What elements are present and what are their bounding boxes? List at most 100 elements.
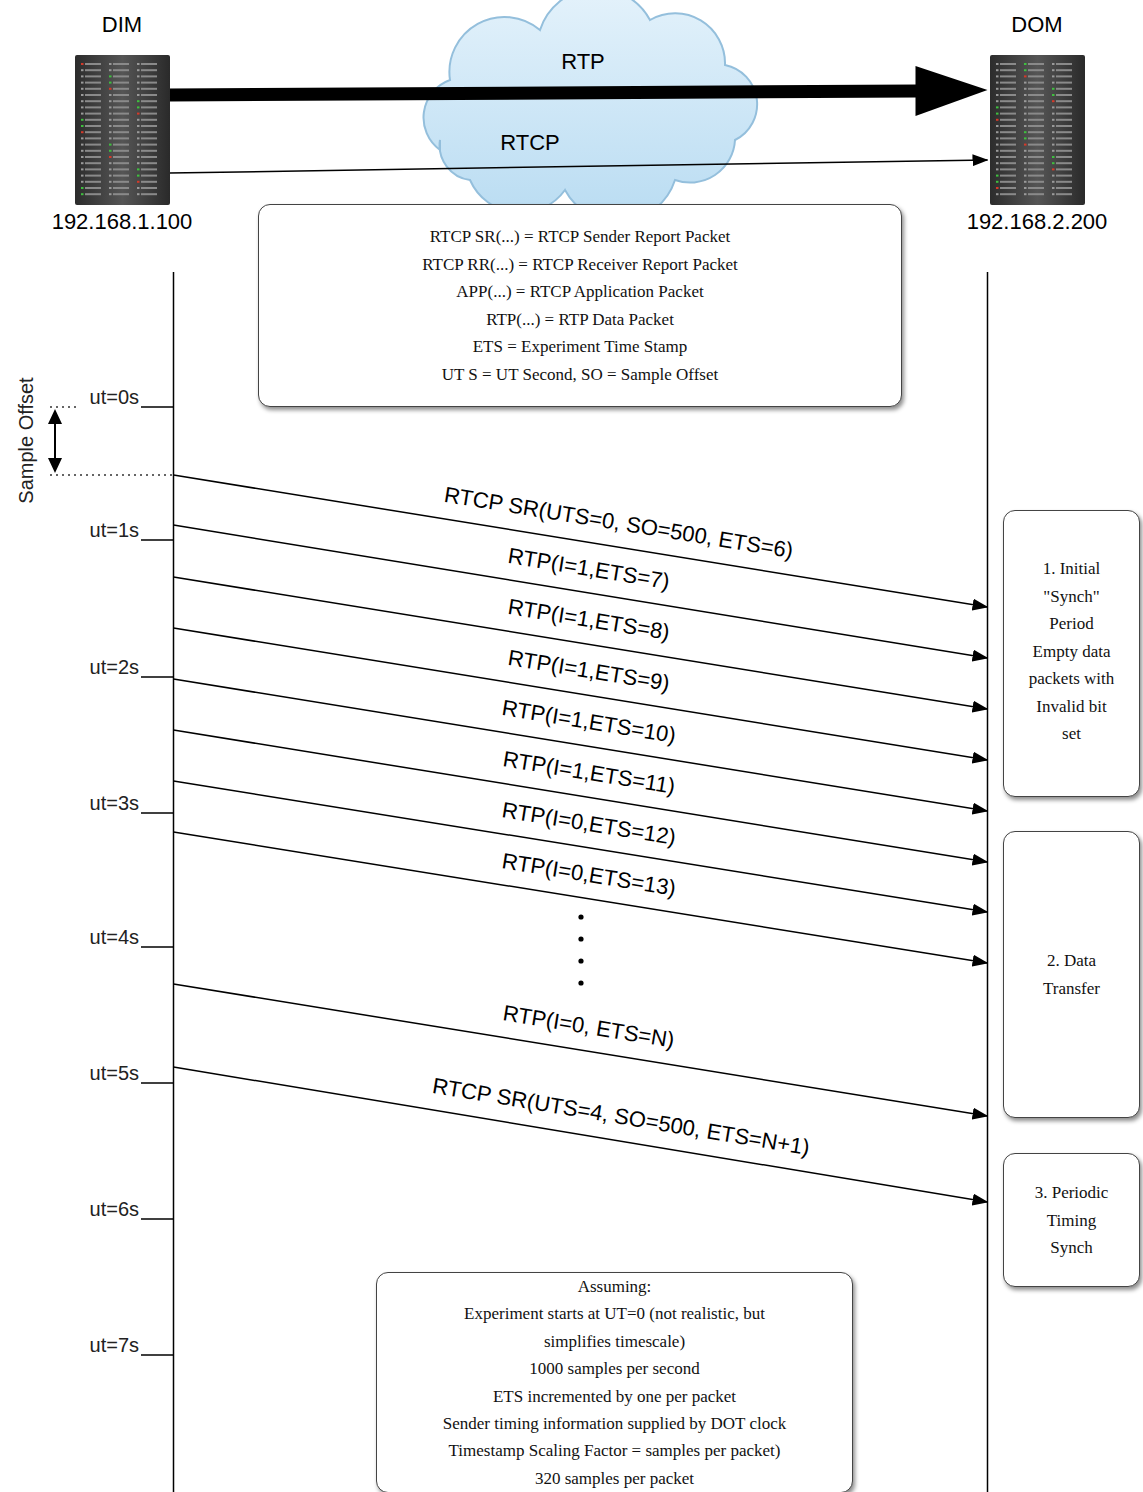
server-led — [1024, 69, 1027, 71]
server-slot — [1028, 106, 1044, 108]
message-arrow — [174, 475, 988, 607]
server-slot — [1000, 125, 1016, 127]
server-slot — [113, 63, 129, 65]
server-led — [996, 69, 999, 71]
server-slot — [1028, 100, 1044, 102]
server-led — [109, 156, 112, 158]
server-led — [81, 119, 84, 121]
server-led — [1052, 181, 1055, 183]
server-led — [996, 100, 999, 102]
server-slot — [85, 75, 101, 77]
server-led — [1024, 137, 1027, 139]
server-slot — [113, 119, 129, 121]
server-slot — [1000, 119, 1016, 121]
server-slot — [1056, 131, 1072, 133]
server-led — [109, 82, 112, 84]
server-slot — [1056, 88, 1072, 90]
server-slot — [85, 100, 101, 102]
server-slot — [1028, 82, 1044, 84]
phase-box: 1. Initial "Synch" Period Empty data pac… — [1003, 510, 1140, 797]
server-slot — [141, 181, 157, 183]
server-slot — [113, 125, 129, 127]
server-slot — [1028, 168, 1044, 170]
server-led — [137, 100, 140, 102]
server-led — [996, 119, 999, 121]
server-led — [81, 175, 84, 177]
server-led — [1024, 181, 1027, 183]
server-led — [137, 63, 140, 65]
server-slot — [141, 156, 157, 158]
legend-box: RTCP SR(...) = RTCP Sender Report Packet… — [258, 204, 902, 407]
server-slot — [85, 69, 101, 71]
server-led — [996, 162, 999, 164]
server-led — [996, 150, 999, 152]
server-slot — [113, 144, 129, 146]
server-slot — [113, 88, 129, 90]
server-body — [990, 55, 1085, 205]
ip-address: 192.168.1.100 — [52, 209, 193, 235]
server-led — [996, 156, 999, 158]
server-led — [109, 106, 112, 108]
server-led — [996, 187, 999, 189]
message-arrow — [174, 577, 988, 709]
server-slot — [141, 137, 157, 139]
server-slot — [1000, 162, 1016, 164]
server-led — [109, 94, 112, 96]
server-led — [109, 75, 112, 77]
message-line — [174, 1067, 988, 1202]
server-slot — [1056, 187, 1072, 189]
server-led — [1024, 82, 1027, 84]
server-led — [1052, 94, 1055, 96]
server-slot — [113, 156, 129, 158]
stream-head — [916, 66, 988, 116]
legend-line: ETS = Experiment Time Stamp — [279, 333, 881, 361]
legend-line: RTP(...) = RTP Data Packet — [279, 306, 881, 334]
server-led — [81, 75, 84, 77]
server-led — [996, 113, 999, 115]
offset-arrow-head — [48, 409, 62, 424]
dotted-guide — [50, 406, 76, 407]
assumption-box: Assuming:Experiment starts at UT=0 (not … — [376, 1272, 853, 1492]
assumption-line: Timestamp Scaling Factor = samples per p… — [387, 1437, 842, 1464]
server-led — [1024, 175, 1027, 177]
server-slot — [141, 75, 157, 77]
server-led — [137, 137, 140, 139]
message-arrow — [174, 1067, 988, 1202]
server-led — [1052, 106, 1055, 108]
assumption-line: 1000 samples per second — [387, 1355, 842, 1382]
server-slot — [1000, 88, 1016, 90]
server-slot — [85, 137, 101, 139]
server-led — [109, 131, 112, 133]
server-led — [1024, 75, 1027, 77]
message-line — [174, 832, 988, 963]
server-led — [81, 193, 84, 195]
server-slot — [85, 156, 101, 158]
server-led — [109, 119, 112, 121]
server-led — [109, 181, 112, 183]
server-slot — [113, 162, 129, 164]
server-led — [1052, 175, 1055, 177]
time-tick — [141, 1218, 174, 1219]
server-slot — [1056, 94, 1072, 96]
server-led — [109, 144, 112, 146]
server-slot — [1028, 63, 1044, 65]
server-slot — [141, 113, 157, 115]
server-slot — [113, 113, 129, 115]
time-mark: ut=7s — [90, 1334, 139, 1357]
server-slot — [113, 181, 129, 183]
server-body — [75, 55, 170, 205]
server-led — [1024, 168, 1027, 170]
server-slot — [113, 82, 129, 84]
phase-text: 3. Periodic Timing Synch — [1028, 1179, 1116, 1262]
server-slot — [85, 187, 101, 189]
server-slot — [1028, 88, 1044, 90]
time-tick — [141, 812, 174, 813]
server-slot — [85, 94, 101, 96]
assumption-line: Experiment starts at UT=0 (not realistic… — [430, 1300, 800, 1355]
time-mark: ut=6s — [90, 1198, 139, 1221]
time-tick — [141, 539, 174, 540]
server-led — [81, 131, 84, 133]
server-led — [137, 94, 140, 96]
server-slot — [1028, 75, 1044, 77]
